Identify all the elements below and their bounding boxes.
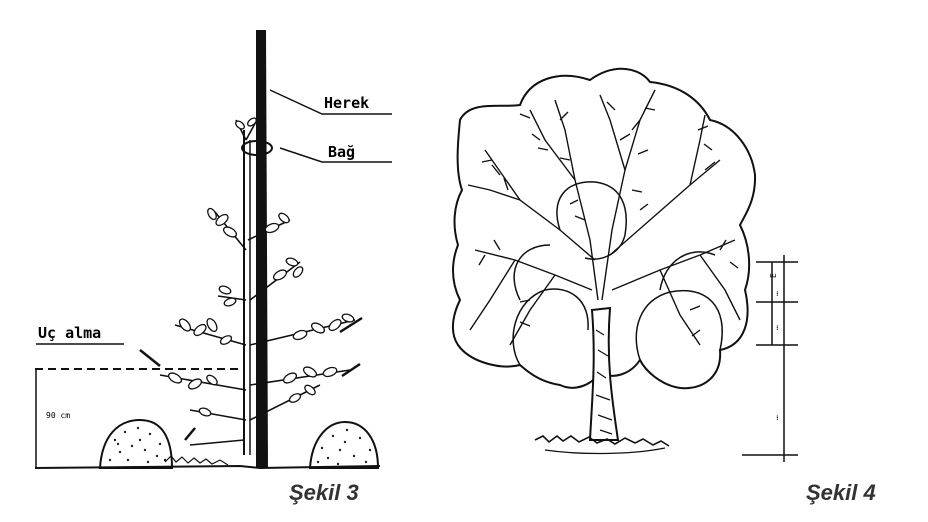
scale-marks: E … … … [769,273,780,420]
height-scale [742,255,798,462]
svg-text:…: … [771,415,780,420]
figure-3: Herek Bağ Uç alma 90 cm Şekil 3 [35,30,392,505]
svg-text:E: E [769,273,778,278]
tie-label: Bağ [328,143,355,161]
ground-line [35,466,380,468]
topping-label: Uç alma [38,324,101,342]
soil-mound-right [310,422,378,468]
stake [256,30,268,468]
figure-4: E … … … Şekil 4 [453,69,876,505]
figure-4-caption: Şekil 4 [806,480,876,505]
soil-mound-left [100,420,172,468]
stake-label: Herek [324,94,369,112]
height-label: 90 cm [46,411,70,420]
svg-text:…: … [771,291,780,296]
figure-3-caption: Şekil 3 [289,480,359,505]
svg-text:…: … [771,325,780,330]
